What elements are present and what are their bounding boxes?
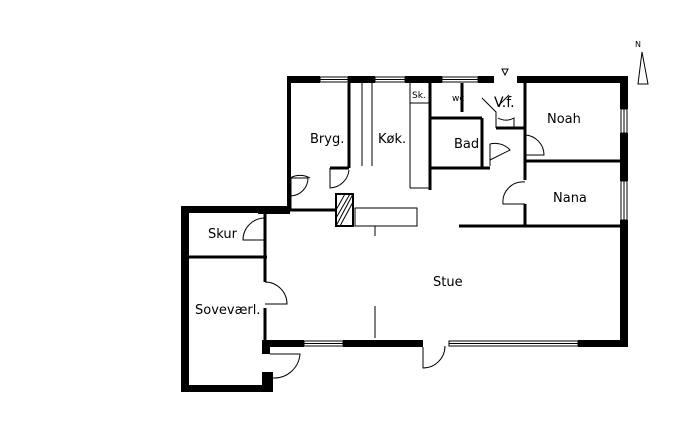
- room-label-stue: Stue: [433, 275, 463, 290]
- entrance-marker: [501, 68, 509, 77]
- room-label-skab: Sk.: [412, 91, 426, 101]
- exterior-walls: [181, 76, 628, 392]
- room-label-vindfang: V.f.: [494, 95, 515, 111]
- room-label-nana: Nana: [553, 191, 587, 206]
- room-label-wc: wc: [452, 94, 464, 104]
- room-label-bad: Bad: [454, 137, 479, 152]
- room-label-skur: Skur: [208, 227, 238, 242]
- room-label-bryggers: Bryg.: [310, 132, 344, 147]
- thin-partitions: [361, 83, 430, 338]
- room-label-sovevaerelse: Soveværl.: [195, 303, 260, 318]
- windows: [303, 76, 628, 347]
- interior-walls: [189, 83, 620, 340]
- room-label-koekken: Køk.: [378, 132, 406, 147]
- doors: [242, 94, 545, 379]
- north-arrow: N: [635, 40, 649, 85]
- kitchen-counter: [290, 193, 418, 227]
- north-label: N: [635, 40, 641, 49]
- room-label-noah: Noah: [547, 112, 581, 127]
